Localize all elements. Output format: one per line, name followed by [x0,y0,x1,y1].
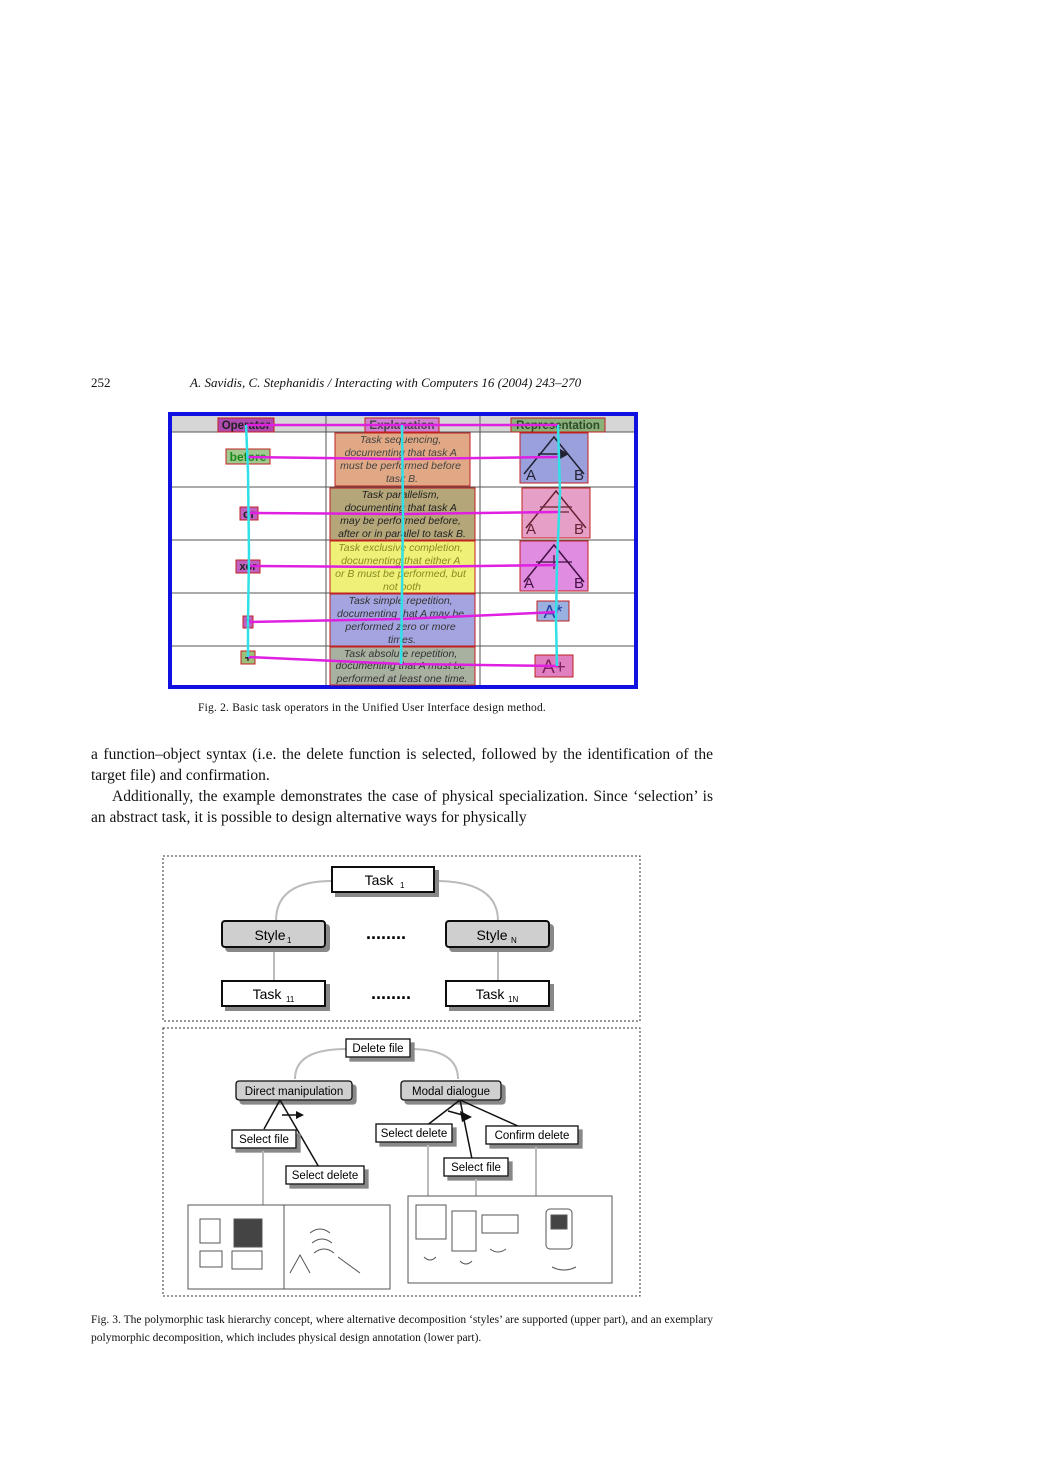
node-modal-dialogue [400,1080,502,1101]
explanation-before: Task sequencing, documenting that task A… [340,434,464,485]
body-paragraph-1: a function–object syntax (i.e. the delet… [91,746,713,784]
figure-2-operators-table: Operator Explanation Representation befo… [168,412,638,689]
node-direct-manipulation [235,1080,353,1101]
svg-text:Select file: Select file [239,1134,289,1146]
svg-text:Task: Task [253,986,283,1002]
svg-text:Style: Style [254,927,285,943]
svg-text:A: A [526,521,536,538]
svg-text:Modal dialogue: Modal dialogue [412,1086,490,1098]
figure-3-caption: Fig. 3. The polymorphic task hierarchy c… [91,1314,713,1344]
cyan-connectors [244,424,562,667]
node-select-file-right [443,1157,509,1177]
node-task-11 [221,980,326,1007]
svg-text:1: 1 [400,881,405,890]
node-select-delete-left [285,1165,365,1185]
lower-part-frame [162,1027,641,1297]
node-style-n [445,920,550,948]
upper-part-frame [162,855,641,1022]
body-paragraph-2: Additionally, the example demonstrates t… [91,788,713,826]
svg-text:Confirm delete: Confirm delete [495,1130,570,1142]
node-task-1n [445,980,550,1007]
node-select-delete-right [375,1123,453,1143]
svg-text:Task: Task [365,872,395,888]
page-number: 252 [91,375,111,390]
svg-text:1: 1 [287,936,292,945]
svg-text:11: 11 [286,995,295,1004]
upper-dots-1: ........ [366,923,406,943]
svg-text:Delete file: Delete file [352,1043,403,1055]
sketch-direct-manipulation [187,1204,391,1290]
node-confirm-delete [485,1125,579,1145]
svg-text:A: A [526,467,536,484]
figure-3-polymorphic-hierarchy: Task 1 Style 1 ........ Style N Task 11 … [162,855,641,1297]
svg-text:N: N [511,936,517,945]
node-task-1 [331,866,435,893]
node-style-1 [221,920,326,948]
svg-text:Select file: Select file [451,1162,501,1174]
node-delete-file [345,1038,411,1058]
svg-text:B: B [574,575,584,592]
svg-text:1N: 1N [508,995,518,1004]
svg-text:A: A [524,575,534,592]
svg-text:B: B [574,467,584,484]
svg-text:Direct manipulation: Direct manipulation [245,1086,343,1098]
sketch-modal-dialogue [407,1195,613,1284]
figure-2-caption: Fig. 2. Basic task operators in the Unif… [198,702,547,714]
svg-text:Task: Task [476,986,506,1002]
svg-text:B: B [574,521,584,538]
svg-text:Style: Style [476,927,507,943]
svg-text:Select delete: Select delete [292,1170,359,1182]
svg-text:A+: A+ [542,657,566,678]
running-head: A. Savidis, C. Stephanidis / Interacting… [190,375,582,390]
svg-text:Select delete: Select delete [381,1128,448,1140]
upper-dots-2: ........ [371,983,411,1003]
node-select-file-left [231,1129,297,1149]
